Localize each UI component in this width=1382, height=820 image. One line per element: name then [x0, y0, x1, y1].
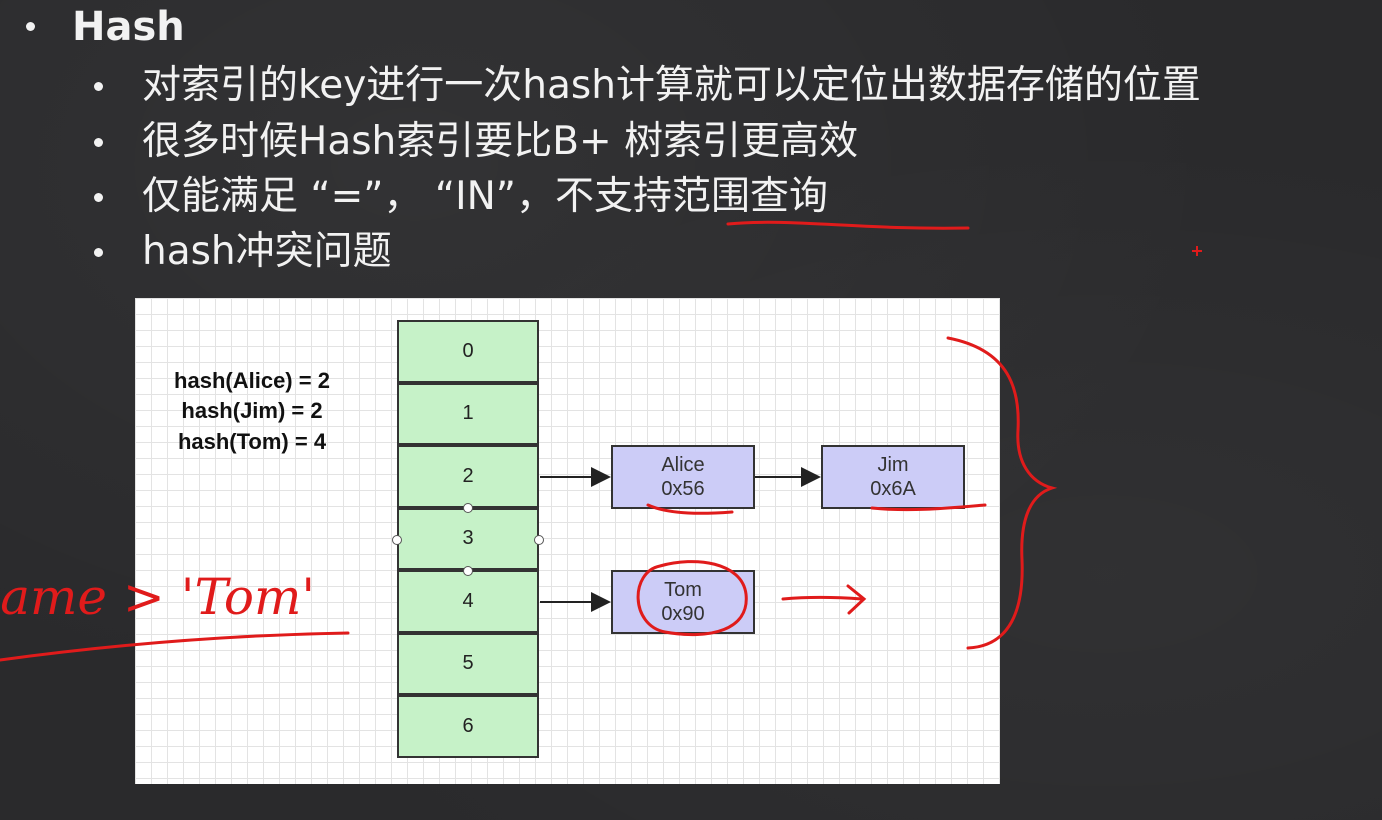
selection-handle[interactable]	[534, 535, 544, 545]
underline-stroke	[870, 503, 987, 512]
bullet-dot-icon	[94, 82, 103, 91]
bullet-item: 对索引的key进行一次hash计算就可以定位出数据存储的位置	[94, 63, 1201, 108]
arrow-connectors	[540, 467, 821, 612]
circle-stroke	[636, 560, 748, 636]
bullet-dot-icon	[26, 22, 35, 31]
underline-stroke	[726, 220, 970, 230]
hash-bucket-5: 5	[397, 632, 539, 695]
arrow-stroke	[846, 584, 867, 615]
hash-index-diagram: hash(Alice) = 2 hash(Jim) = 2 hash(Tom) …	[135, 298, 1000, 784]
bullet-dot-icon	[94, 248, 103, 257]
entry-address: 0x90	[661, 603, 705, 625]
bullet-text: 很多时候Hash索引要比B+ 树索引更高效	[142, 119, 859, 164]
slide-title: Hash	[26, 4, 185, 50]
selection-handle[interactable]	[392, 535, 402, 545]
pen-cursor-icon	[1192, 246, 1202, 256]
bullet-text: 仅能满足 “=”， “IN”，不支持范围查询	[142, 174, 828, 219]
underline-stroke	[646, 503, 734, 515]
hash-bucket-6: 6	[397, 695, 539, 758]
hash-bucket-0: 0	[397, 320, 539, 383]
entry-name: Alice	[661, 454, 705, 476]
entry-address: 0x56	[661, 478, 705, 500]
bullet-text: hash冲突问题	[142, 229, 392, 274]
bullet-item: 很多时候Hash索引要比B+ 树索引更高效	[94, 119, 859, 164]
entry-node-alice: Alice 0x56	[611, 445, 755, 509]
annotation-text: name > 'Tom'	[0, 568, 316, 626]
slide-title-text: Hash	[72, 4, 185, 50]
arrow-stroke	[781, 596, 864, 601]
entry-node-jim: Jim 0x6A	[821, 445, 965, 509]
hash-formula: hash(Jim) = 2	[181, 398, 323, 423]
hash-formula: hash(Tom) = 4	[177, 429, 327, 454]
entry-node-tom: Tom 0x90	[611, 570, 755, 634]
hash-bucket-1: 1	[397, 382, 539, 445]
bullet-dot-icon	[94, 138, 103, 147]
bullet-text: 对索引的key进行一次hash计算就可以定位出数据存储的位置	[142, 63, 1201, 108]
bullet-item: hash冲突问题	[94, 229, 392, 274]
bullet-item: 仅能满足 “=”， “IN”，不支持范围查询	[94, 174, 828, 219]
hash-formula: hash(Alice) = 2	[174, 368, 330, 393]
brace-stroke	[946, 336, 1058, 650]
entry-address: 0x6A	[870, 478, 916, 500]
entry-name: Jim	[877, 454, 909, 476]
entry-name: Tom	[664, 579, 702, 601]
selection-handle[interactable]	[463, 503, 473, 513]
selection-handle[interactable]	[463, 566, 473, 576]
underline-stroke	[0, 631, 350, 662]
bullet-dot-icon	[94, 193, 103, 202]
